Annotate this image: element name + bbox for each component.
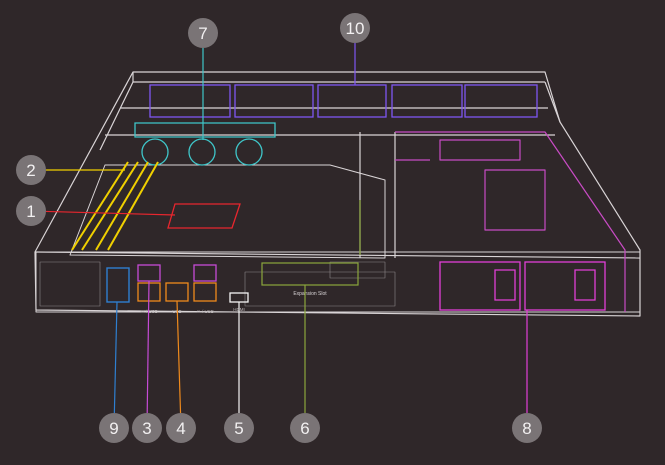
callout-number-10: 10: [346, 19, 365, 38]
front-panel: [35, 251, 641, 313]
callout-bubble-7: [188, 18, 218, 48]
expansion-slot-label: Expansion Slot: [293, 291, 327, 297]
callout-number-4: 4: [176, 419, 185, 438]
callout-number-3: 3: [142, 419, 151, 438]
callout-bubble-9: [99, 413, 129, 443]
callout-number-8: 8: [522, 419, 531, 438]
cpu: [167, 203, 241, 229]
callout-leader-4: [176, 300, 182, 414]
psu-inner: [439, 139, 546, 231]
callout-bubble-4: [166, 413, 196, 443]
callout-bubble-8: [512, 413, 542, 443]
psu-cage: [395, 131, 626, 312]
lan-usb-ports: [137, 264, 217, 282]
system-fans: [134, 122, 276, 166]
callout-leader-9: [113, 301, 118, 414]
callout-bubble-10: [340, 13, 370, 43]
callout-bubble-2: [16, 155, 46, 185]
callout-number-7: 7: [198, 24, 207, 43]
chassis-outline: [34, 71, 641, 317]
memory-modules: [71, 161, 159, 251]
internal-divider: [359, 132, 396, 258]
callout-layer: 1 2 3 4 5 6 7 8 9 10: [16, 13, 542, 443]
management-port: [106, 267, 130, 303]
callout-number-6: 6: [300, 419, 309, 438]
callout-number-2: 2: [26, 161, 35, 180]
chassis-top-edge: [132, 72, 545, 83]
callout-bubble-3: [132, 413, 162, 443]
callout-number-1: 1: [26, 202, 35, 221]
callout-number-5: 5: [234, 419, 243, 438]
chassis-side-rail: [99, 81, 561, 151]
port-label-usb-c: ⏛ / USB: [196, 309, 214, 314]
callout-number-9: 9: [109, 419, 118, 438]
callout-bubble-1: [16, 196, 46, 226]
power-supplies: [439, 261, 606, 311]
motherboard: [69, 164, 386, 259]
expansion-slot: [261, 200, 361, 286]
lan-ports: [137, 282, 217, 302]
callout-leader-1: [45, 210, 176, 216]
fan-modules: [149, 84, 538, 118]
chassis-front-edge: [34, 251, 641, 259]
callout-bubble-6: [290, 413, 320, 443]
callout-leader-3: [146, 280, 150, 414]
chassis-back-rail: [105, 107, 555, 136]
callout-bubble-5: [224, 413, 254, 443]
front-vents: [39, 261, 396, 307]
